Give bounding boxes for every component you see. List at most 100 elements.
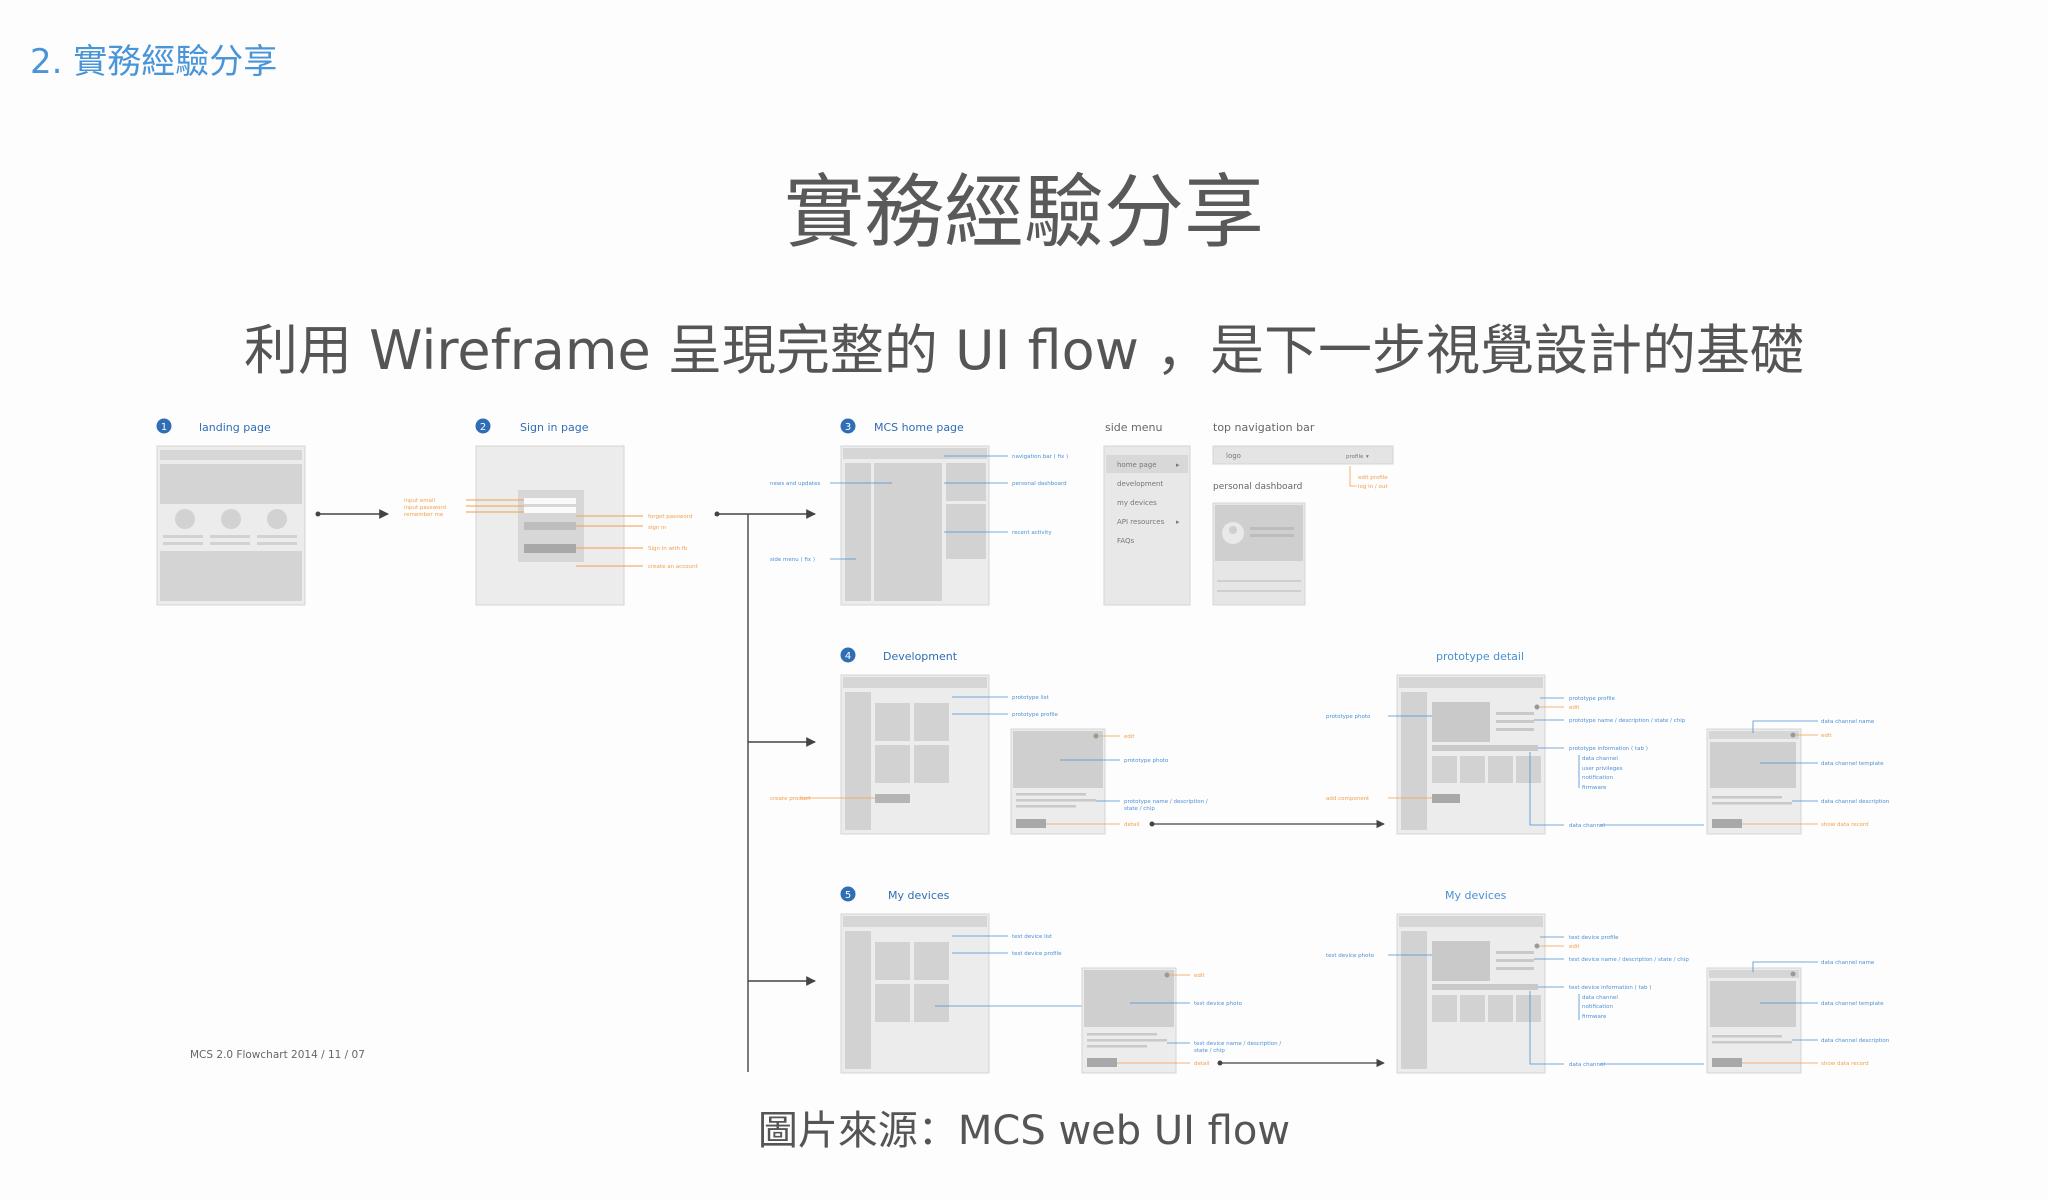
step-badge bbox=[840, 886, 856, 902]
annotation-label: prototype information ( tab ) bbox=[1569, 746, 1648, 752]
annotation-label: show data record bbox=[1821, 1061, 1869, 1067]
side-menu-item: API resources bbox=[1117, 518, 1165, 526]
annotation-label: news and updates bbox=[770, 481, 820, 487]
annotation-label: test device profile bbox=[1569, 935, 1619, 941]
dashboard-label: personal dashboard bbox=[1213, 482, 1302, 492]
annotation-label: create an account bbox=[648, 564, 699, 570]
step-badge bbox=[840, 418, 856, 434]
annotation-label: data channel name bbox=[1821, 960, 1875, 966]
annotation-label: personal dashboard bbox=[1012, 481, 1067, 487]
step-label: MCS home page bbox=[874, 421, 964, 434]
annotation-label: test device name / description / bbox=[1194, 1041, 1281, 1047]
devices-detail-title: My devices bbox=[1445, 889, 1507, 902]
step-4-header: 4 Development bbox=[840, 647, 958, 663]
annotation-label: data channel name bbox=[1821, 719, 1875, 725]
annotation-label: edit profile bbox=[1358, 475, 1388, 481]
device-card-annotations: edit test device photo test device name … bbox=[1194, 973, 1281, 1067]
annotation-label: add component bbox=[1326, 796, 1370, 802]
step-1-header: 1 landing page bbox=[156, 418, 271, 434]
section-tag: 2. 實務經驗分享 bbox=[30, 42, 278, 82]
device-detail-wireframe bbox=[1388, 913, 1580, 1074]
signin-annotations: input email input password remember me f… bbox=[404, 498, 699, 570]
annotation-label: edit bbox=[1569, 944, 1580, 950]
annotation-label: edit bbox=[1194, 973, 1205, 979]
annotation-label: data channel template bbox=[1821, 1001, 1884, 1007]
annotation-label: remember me bbox=[404, 512, 444, 518]
annotation-label: test device photo bbox=[1326, 953, 1375, 959]
annotation-label: test device list bbox=[1012, 934, 1053, 940]
annotation-label: data channel bbox=[1569, 1062, 1605, 1068]
side-menu-wireframe: home page ▸ development my devices API r… bbox=[1103, 445, 1191, 606]
side-menu-item: FAQs bbox=[1117, 537, 1135, 545]
step-badge bbox=[156, 418, 172, 434]
side-menu-item: home page bbox=[1117, 461, 1157, 469]
annotation-label: data channel description bbox=[1821, 1038, 1890, 1044]
annotation-label: state / chip bbox=[1194, 1048, 1225, 1054]
annotation-label: notification bbox=[1582, 775, 1613, 781]
annotation-label: detail bbox=[1124, 822, 1140, 828]
image-source-caption: 圖片來源：MCS web UI flow bbox=[757, 1108, 1291, 1154]
my-devices-wireframe: test device list test device profile bbox=[840, 913, 1082, 1074]
annotation-label: test device information ( tab ) bbox=[1569, 985, 1651, 991]
annotation-label: prototype photo bbox=[1124, 758, 1169, 764]
branch-connector bbox=[714, 509, 816, 1072]
annotation-label: test device profile bbox=[1012, 951, 1062, 957]
annotation-label: user privileges bbox=[1582, 766, 1623, 772]
annotation-label: data channel template bbox=[1821, 761, 1884, 767]
annotation-label: test device photo bbox=[1194, 1001, 1243, 1007]
step-5-header: 5 My devices bbox=[840, 886, 950, 902]
annotation-label: data channel bbox=[1582, 756, 1618, 762]
device-detail-annotations: test device photo test device profile ed… bbox=[1326, 935, 1689, 1068]
annotation-label: input password bbox=[404, 505, 446, 511]
step-badge bbox=[840, 647, 856, 663]
annotation-label: firmware bbox=[1582, 785, 1607, 791]
step-label: My devices bbox=[888, 889, 950, 902]
prototype-detail-title: prototype detail bbox=[1436, 650, 1524, 663]
annotation-label: forgot password bbox=[648, 514, 692, 520]
side-menu-item: development bbox=[1117, 480, 1163, 488]
step-3-header: 3 MCS home page bbox=[840, 418, 964, 434]
prototype-card-wireframe bbox=[1010, 728, 1120, 835]
annotation-label: prototype name / description / state / c… bbox=[1569, 718, 1686, 724]
annotation-label: test device name / description / state /… bbox=[1569, 957, 1689, 963]
annotation-label: show data record bbox=[1821, 822, 1869, 828]
step-2-header: 2 Sign in page bbox=[475, 418, 589, 434]
signin-page-wireframe bbox=[466, 445, 643, 606]
annotation-label: state / chip bbox=[1124, 806, 1155, 812]
development-wireframe: create product prototype list prototype … bbox=[770, 674, 1059, 835]
flow-arrow-start bbox=[315, 511, 321, 517]
top-nav-title: top navigation bar bbox=[1213, 421, 1315, 434]
flowchart-footer: MCS 2.0 Flowchart 2014 / 11 / 07 bbox=[190, 1049, 365, 1061]
annotation-label: prototype list bbox=[1012, 695, 1049, 701]
annotation-label: side menu ( fix ) bbox=[770, 557, 815, 563]
annotation-label: navigation bar ( fix ) bbox=[1012, 454, 1068, 460]
annotation-label: recent activity bbox=[1012, 530, 1052, 536]
annotation-label: log in / out bbox=[1358, 484, 1388, 490]
svg-text:▸: ▸ bbox=[1176, 461, 1180, 469]
chevron-down-icon: ▾ bbox=[1366, 454, 1369, 460]
annotation-label: create product bbox=[770, 796, 811, 802]
annotation-label: sign in bbox=[648, 525, 667, 531]
annotation-label: notification bbox=[1582, 1004, 1613, 1010]
annotation-label: data channel bbox=[1582, 995, 1618, 1001]
annotation-label: edit bbox=[1124, 734, 1135, 740]
home-annotations: news and updates side menu ( fix ) navig… bbox=[770, 454, 1068, 563]
device-data-channel-annotations: data channel name data channel template … bbox=[1821, 960, 1890, 1067]
annotation-label: data channel bbox=[1569, 823, 1605, 829]
annotation-label: Sign in with fb bbox=[648, 546, 688, 552]
svg-text:▸: ▸ bbox=[1176, 518, 1180, 526]
step-number: 5 bbox=[845, 890, 851, 901]
device-card-wireframe bbox=[1081, 967, 1190, 1074]
annotation-label: data channel description bbox=[1821, 799, 1890, 805]
annotation-label: prototype profile bbox=[1012, 712, 1059, 718]
top-nav-wireframe: logo profile ▾ edit profile log in / out… bbox=[1212, 445, 1394, 606]
step-label: Development bbox=[883, 650, 958, 663]
annotation-label: detail bbox=[1194, 1061, 1210, 1067]
profile-menu: profile bbox=[1346, 454, 1364, 460]
prototype-detail-annotations: prototype photo add component prototype … bbox=[1326, 696, 1686, 829]
side-menu-title: side menu bbox=[1105, 421, 1162, 434]
annotation-label: edit bbox=[1569, 705, 1580, 711]
annotation-label: input email bbox=[404, 498, 436, 504]
page-subtitle: 利用 Wireframe 呈現完整的 UI flow ，是下一步視覺設計的基礎 bbox=[243, 319, 1805, 382]
